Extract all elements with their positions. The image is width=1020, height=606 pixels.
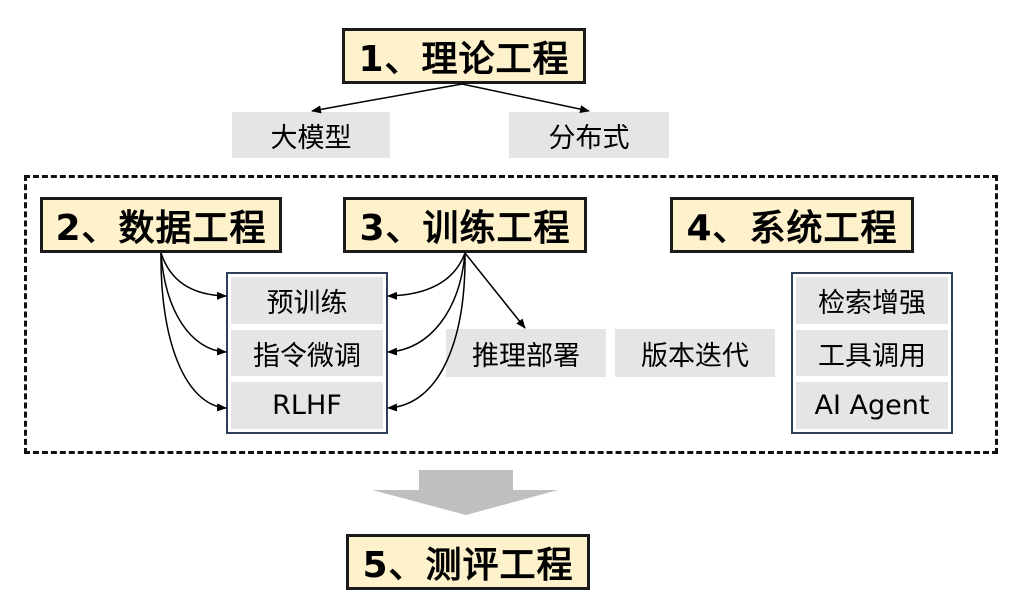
- arrow-training-to-pretraining: [387, 252, 466, 300]
- pretraining-stage: 预训练: [231, 277, 383, 324]
- workflow-frame: [24, 175, 998, 454]
- retrieval-augmentation-item: 检索增强: [796, 277, 948, 324]
- system-items-stack: 检索增强 工具调用 AI Agent: [791, 272, 953, 434]
- arrow-training-to-deployment: [464, 252, 526, 329]
- down-arrow-to-evaluation: [372, 470, 558, 515]
- rlhf-stage: RLHF: [231, 382, 383, 430]
- arrow-theory-to-model: [311, 83, 463, 114]
- theory-engineering-title: 1、理论工程: [342, 28, 586, 84]
- tool-calling-item: 工具调用: [796, 329, 948, 377]
- arrow-data-to-pretraining: [160, 252, 227, 300]
- evaluation-engineering-title: 5、测评工程: [346, 534, 590, 590]
- arrow-data-to-instruction: [160, 252, 227, 356]
- training-stages-stack: 预训练 指令微调 RLHF: [226, 272, 388, 434]
- inference-deployment-item: 推理部署: [446, 329, 606, 377]
- distributed-item: 分布式: [509, 112, 669, 158]
- version-iteration-item: 版本迭代: [615, 329, 775, 377]
- arrow-training-to-rlhf: [387, 252, 466, 412]
- arrow-training-to-instruction: [387, 252, 466, 356]
- data-engineering-title: 2、数据工程: [40, 197, 282, 253]
- arrow-data-to-rlhf: [160, 252, 227, 412]
- training-engineering-title: 3、训练工程: [343, 197, 587, 253]
- instruction-tuning-stage: 指令微调: [231, 329, 383, 377]
- large-model-item: 大模型: [232, 112, 390, 158]
- ai-agent-item: AI Agent: [796, 382, 948, 430]
- system-engineering-title: 4、系统工程: [670, 197, 914, 253]
- arrow-theory-to-distributed: [461, 83, 590, 114]
